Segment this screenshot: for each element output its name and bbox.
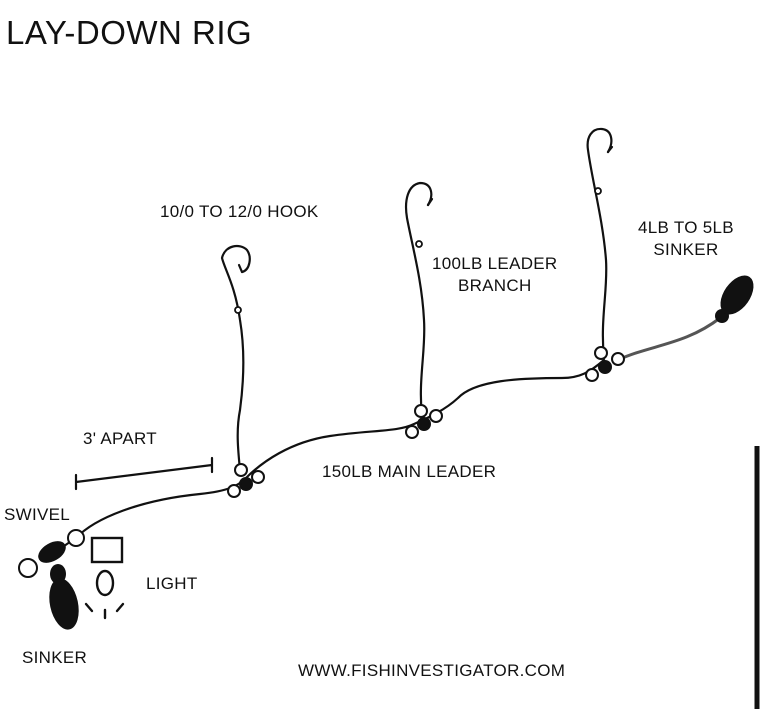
top-sinker-label-line1: 4LB TO 5LB (638, 218, 734, 237)
hook-barb-1 (237, 263, 244, 274)
top-sinker-line (616, 316, 722, 362)
main-leader-line (74, 358, 606, 540)
junction-2 (405, 404, 443, 439)
website-label: WWW.FISHINVESTIGATOR.COM (298, 661, 566, 680)
main-leader-label: 150LB MAIN LEADER (322, 462, 497, 481)
top-sinker-label: 4LB TO 5LB SINKER (638, 217, 734, 261)
diagram-title: LAY-DOWN RIG (6, 14, 253, 51)
swivel-icon (18, 529, 85, 578)
light-icon (84, 536, 125, 620)
leader-branch-3 (586, 127, 613, 360)
hook-barb-3 (606, 145, 614, 154)
swivel-label: SWIVEL (4, 505, 71, 524)
top-sinker-label-line2: SINKER (653, 240, 719, 259)
spacing-bar (74, 456, 214, 491)
bottom-sinker-icon (49, 564, 79, 630)
junction-3 (585, 346, 625, 382)
hook-label: 10/0 TO 12/0 HOOK (160, 202, 319, 221)
junction-1 (227, 463, 265, 498)
leader-branch-label: 100LB LEADER BRANCH (432, 253, 558, 297)
hook-eye-2 (415, 240, 423, 248)
spacing-label: 3' APART (83, 429, 157, 448)
leader-branch-1 (220, 244, 251, 472)
leader-branch-2 (404, 181, 433, 418)
bottom-sinker-label: SINKER (22, 648, 88, 667)
top-sinker-icon (715, 275, 754, 323)
leader-branch-label-line1: 100LB LEADER (432, 254, 558, 273)
light-label: LIGHT (146, 574, 198, 593)
hook-barb-2 (426, 197, 434, 207)
leader-branch-label-line2: BRANCH (457, 276, 532, 295)
hook-eye-3 (594, 187, 602, 195)
hook-eye-1 (234, 306, 242, 314)
